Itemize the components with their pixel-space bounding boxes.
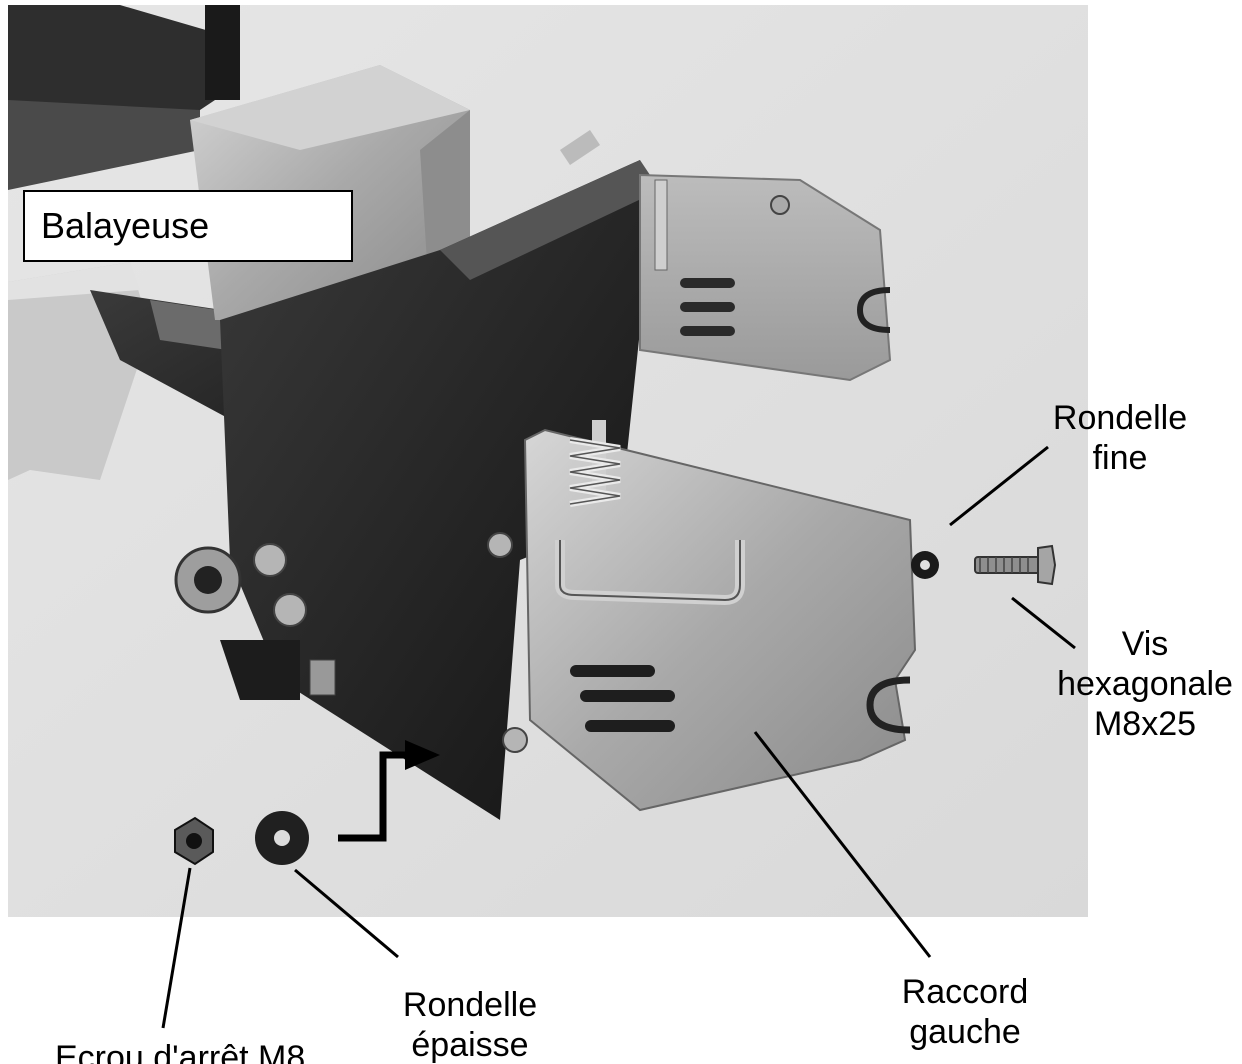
label-raccord-gauche: Raccord gauche [865,972,1065,1052]
leader-rondelle-epaisse [294,868,399,959]
label-vis-line3: M8x25 [1093,705,1197,743]
leader-rondelle-fine [949,445,1049,527]
label-rondelle-epaisse-line1: Rondelle [402,986,538,1024]
title-label-box: Balayeuse [23,190,353,262]
label-rondelle-epaisse-line2: épaisse [411,1026,529,1064]
label-rondelle-epaisse: Rondelle épaisse [370,985,570,1064]
front-plate [523,428,917,812]
main-bracket [220,160,640,820]
spring [569,420,621,507]
label-rondelle-fine: Rondelle fine [1030,398,1210,478]
label-ecrou: Ecrou d'arrêt M8 [55,1039,306,1064]
assembly-arrow [338,751,410,842]
label-raccord-line1: Raccord [901,973,1029,1011]
label-vis-line1: Vis [1121,625,1169,663]
label-rondelle-fine-line2: fine [1092,439,1148,477]
label-vis-line2: hexagonale [1057,665,1233,703]
label-raccord-line2: gauche [909,1013,1021,1051]
label-vis-hexagonale: Vis hexagonale M8x25 [1050,624,1240,744]
leader-ecrou [161,867,192,1029]
leader-raccord [753,731,932,958]
leader-vis [1011,596,1076,650]
hex-bolt [974,544,1057,586]
label-rondelle-fine-line1: Rondelle [1052,399,1188,437]
lock-nut [174,816,214,866]
